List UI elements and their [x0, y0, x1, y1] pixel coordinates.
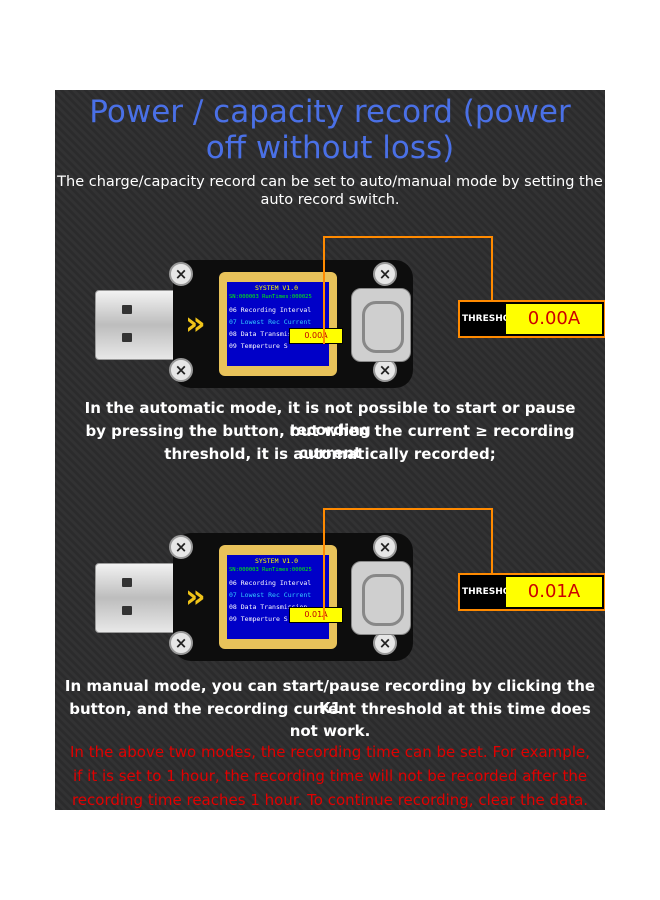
lcd-line: 07 Lowest Rec Current	[229, 318, 312, 326]
auto-mode-desc-line3: threshold, it is automatically recorded;	[164, 445, 496, 463]
screen-value: 0.00A	[289, 328, 343, 344]
usb-plug	[95, 290, 179, 360]
lcd-line: 06 Recording Interval	[229, 579, 312, 587]
tester-body: × × × × » SYSTEM V1.0 SN:000003 RunTimes…	[169, 260, 413, 388]
screen-bezel: SYSTEM V1.0 SN:000003 RunTimes:000025 06…	[219, 272, 337, 376]
note-line3: recording time reaches 1 hour. To contin…	[71, 791, 589, 809]
double-chevron-icon: »	[185, 304, 206, 342]
threshold-box-1: THRESHOLD 0.00A	[458, 300, 605, 338]
threshold-label: THRESHOLD	[462, 587, 524, 597]
lcd-line: SN:000003 RunTimes:000025	[229, 294, 312, 300]
manual-mode-desc-line2: button, and the recording current thresh…	[69, 700, 591, 740]
manual-mode-desc-line1: In manual mode, you can start/pause reco…	[64, 677, 596, 717]
subtitle-line1: The charge/capacity record can be set to…	[57, 174, 603, 190]
lcd-line: 08 Data Transmiss	[229, 330, 296, 338]
screw-icon: ×	[169, 262, 193, 286]
screw-icon: ×	[169, 535, 193, 559]
type-c-port	[351, 561, 411, 635]
threshold-box-2: THRESHOLD 0.01A	[458, 573, 605, 611]
usb-tester-device-2: × × × × » SYSTEM V1.0 SN:000003 RunTimes…	[95, 533, 415, 663]
tester-body: × × × × » SYSTEM V1.0 SN:000003 RunTimes…	[169, 533, 413, 661]
screw-icon: ×	[169, 358, 193, 382]
type-c-port	[351, 288, 411, 362]
auto-mode-desc-line1: In the automatic mode, it is not possibl…	[84, 399, 576, 439]
lcd-line: 09 Temperture S	[229, 615, 288, 623]
lcd-line: 09 Temperture S	[229, 342, 288, 350]
callout-line	[491, 508, 493, 573]
auto-mode-desc-line2: by pressing the button, but when the cur…	[85, 422, 575, 462]
note-line1: In the above two modes, the recording ti…	[70, 743, 590, 761]
screw-icon: ×	[373, 262, 397, 286]
lcd-line: SN:000003 RunTimes:000025	[229, 567, 312, 573]
subtitle-line2: auto record switch.	[260, 192, 400, 208]
callout-line	[491, 236, 493, 300]
screen-bezel: SYSTEM V1.0 SN:000003 RunTimes:000025 06…	[219, 545, 337, 649]
double-chevron-icon: »	[185, 577, 206, 615]
lcd-line: SYSTEM V1.0	[255, 284, 299, 292]
screw-icon: ×	[373, 535, 397, 559]
lcd-screen: SYSTEM V1.0 SN:000003 RunTimes:000025 06…	[227, 555, 329, 639]
threshold-value: 0.00A	[506, 304, 602, 334]
callout-line	[323, 508, 327, 620]
callout-line	[323, 508, 493, 510]
threshold-label: THRESHOLD	[462, 314, 524, 324]
threshold-value: 0.01A	[506, 577, 602, 607]
screw-icon: ×	[169, 631, 193, 655]
lcd-line: 07 Lowest Rec Current	[229, 591, 312, 599]
lcd-line: 06 Recording Interval	[229, 306, 312, 314]
screen-value: 0.01A	[289, 607, 343, 623]
lcd-screen: SYSTEM V1.0 SN:000003 RunTimes:000025 06…	[227, 282, 329, 366]
lcd-line: 08 Data Transmission	[229, 603, 308, 611]
usb-plug	[95, 563, 179, 633]
product-panel: Power / capacity record (power off witho…	[55, 90, 605, 810]
callout-line	[323, 236, 493, 238]
usb-tester-device-1: × × × × » SYSTEM V1.0 SN:000003 RunTimes…	[95, 260, 415, 390]
callout-line	[323, 236, 327, 344]
lcd-line: SYSTEM V1.0	[255, 557, 299, 565]
note-line2: if it is set to 1 hour, the recording ti…	[72, 767, 588, 785]
page-title-line2: off without loss)	[205, 130, 455, 166]
page-title-line1: Power / capacity record (power	[89, 94, 571, 130]
